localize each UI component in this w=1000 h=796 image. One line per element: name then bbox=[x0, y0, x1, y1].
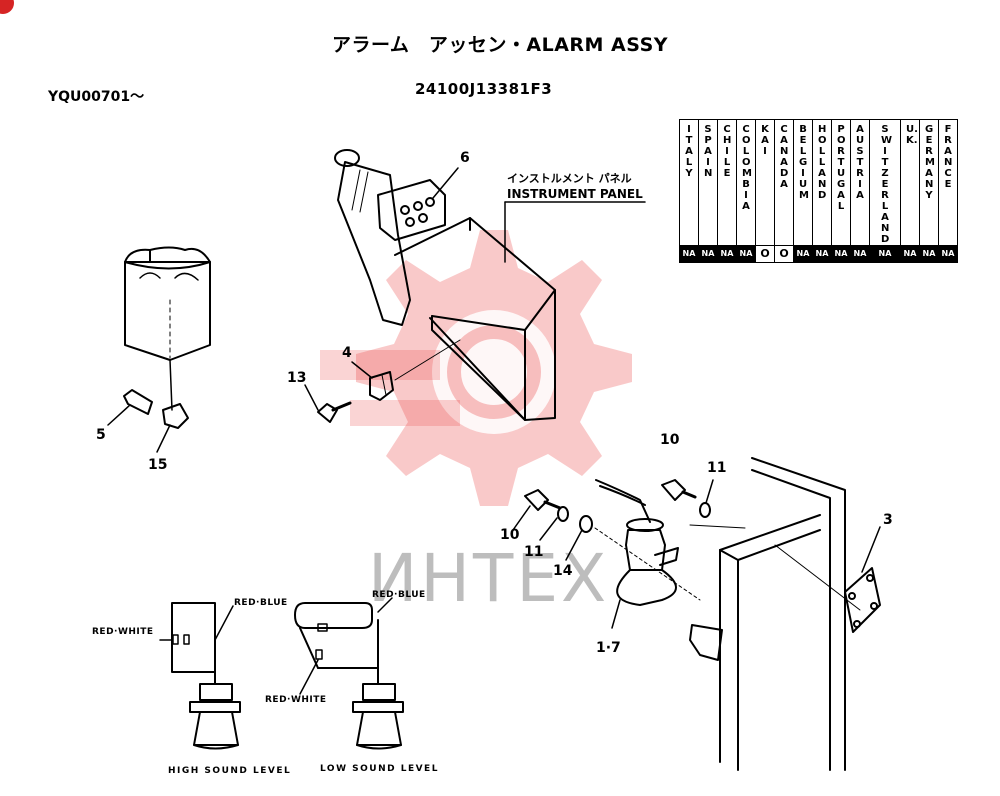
part-number: 24100J13381F3 bbox=[415, 80, 553, 98]
mark-germany: NA bbox=[919, 245, 939, 263]
country-mark-row: NA NA NA NA O O NA NA NA NA NA NA NA NA bbox=[679, 245, 958, 263]
mark-kai: O bbox=[755, 245, 775, 263]
country-applicability-table: ITALY SPAIN CHILE COLOMBIA KAI CANADA BE… bbox=[679, 119, 958, 263]
country-canada: CANADA bbox=[774, 119, 794, 246]
callout-1-7: 1·7 bbox=[596, 640, 621, 656]
callout-11-right: 11 bbox=[707, 460, 727, 476]
country-colombia: COLOMBIA bbox=[736, 119, 756, 246]
serial-range: YQU00701～ bbox=[48, 89, 145, 105]
callout-3: 3 bbox=[883, 512, 893, 528]
caption-high-sound: HIGH SOUND LEVEL bbox=[168, 766, 292, 776]
country-austria: AUSTRIA bbox=[850, 119, 870, 246]
mark-canada: O bbox=[774, 245, 794, 263]
instrument-panel-label-en: INSTRUMENT PANEL bbox=[507, 187, 643, 201]
callout-13: 13 bbox=[287, 370, 307, 386]
mark-colombia: NA bbox=[736, 245, 756, 263]
low-sound-wiring bbox=[294, 597, 404, 750]
country-portugal: PORTUGAL bbox=[831, 119, 851, 246]
mark-belgium: NA bbox=[793, 245, 813, 263]
wire-label-red-white-low: RED·WHITE bbox=[265, 695, 327, 705]
mark-france: NA bbox=[938, 245, 958, 263]
callout-15: 15 bbox=[148, 457, 168, 473]
callout-11-left: 11 bbox=[524, 544, 544, 560]
country-france: FRANCE bbox=[938, 119, 958, 246]
wire-label-red-blue-high: RED·BLUE bbox=[234, 598, 288, 608]
country-kai: KAI bbox=[755, 119, 775, 246]
callout-10-right: 10 bbox=[660, 432, 680, 448]
country-belgium: BELGIUM bbox=[793, 119, 813, 246]
callout-4: 4 bbox=[342, 345, 352, 361]
country-holland: HOLLAND bbox=[812, 119, 832, 246]
mark-italy: NA bbox=[679, 245, 699, 263]
caption-low-sound: LOW SOUND LEVEL bbox=[320, 764, 439, 774]
country-uk: U.K. bbox=[900, 119, 920, 246]
country-name-row: ITALY SPAIN CHILE COLOMBIA KAI CANADA BE… bbox=[679, 119, 958, 246]
country-italy: ITALY bbox=[679, 119, 699, 246]
country-spain: SPAIN bbox=[698, 119, 718, 246]
country-switzerland: SWITZERLAND bbox=[869, 119, 901, 246]
mark-holland: NA bbox=[812, 245, 832, 263]
mark-switzerland: NA bbox=[869, 245, 901, 263]
mark-uk: NA bbox=[900, 245, 920, 263]
mark-spain: NA bbox=[698, 245, 718, 263]
high-sound-wiring bbox=[159, 602, 241, 750]
callout-6: 6 bbox=[460, 150, 470, 166]
callout-14: 14 bbox=[553, 563, 573, 579]
country-germany: GERMANY bbox=[919, 119, 939, 246]
country-chile: CHILE bbox=[717, 119, 737, 246]
instrument-panel-label-jp: インストルメント パネル bbox=[507, 172, 632, 185]
wire-label-red-blue-low: RED·BLUE bbox=[372, 590, 426, 600]
mark-chile: NA bbox=[717, 245, 737, 263]
alarm-unit-illustration bbox=[107, 246, 211, 453]
horn-illustration bbox=[512, 457, 881, 771]
page-title: アラーム アッセン・ALARM ASSY bbox=[331, 34, 669, 56]
instrument-panel-illustration bbox=[304, 149, 556, 423]
corner-marker bbox=[0, 0, 14, 14]
mark-portugal: NA bbox=[831, 245, 851, 263]
callout-10-left: 10 bbox=[500, 527, 520, 543]
watermark-text: ИНТЕХ bbox=[368, 540, 610, 617]
wire-label-red-white-high: RED·WHITE bbox=[92, 627, 154, 637]
callout-5: 5 bbox=[96, 427, 106, 443]
mark-austria: NA bbox=[850, 245, 870, 263]
